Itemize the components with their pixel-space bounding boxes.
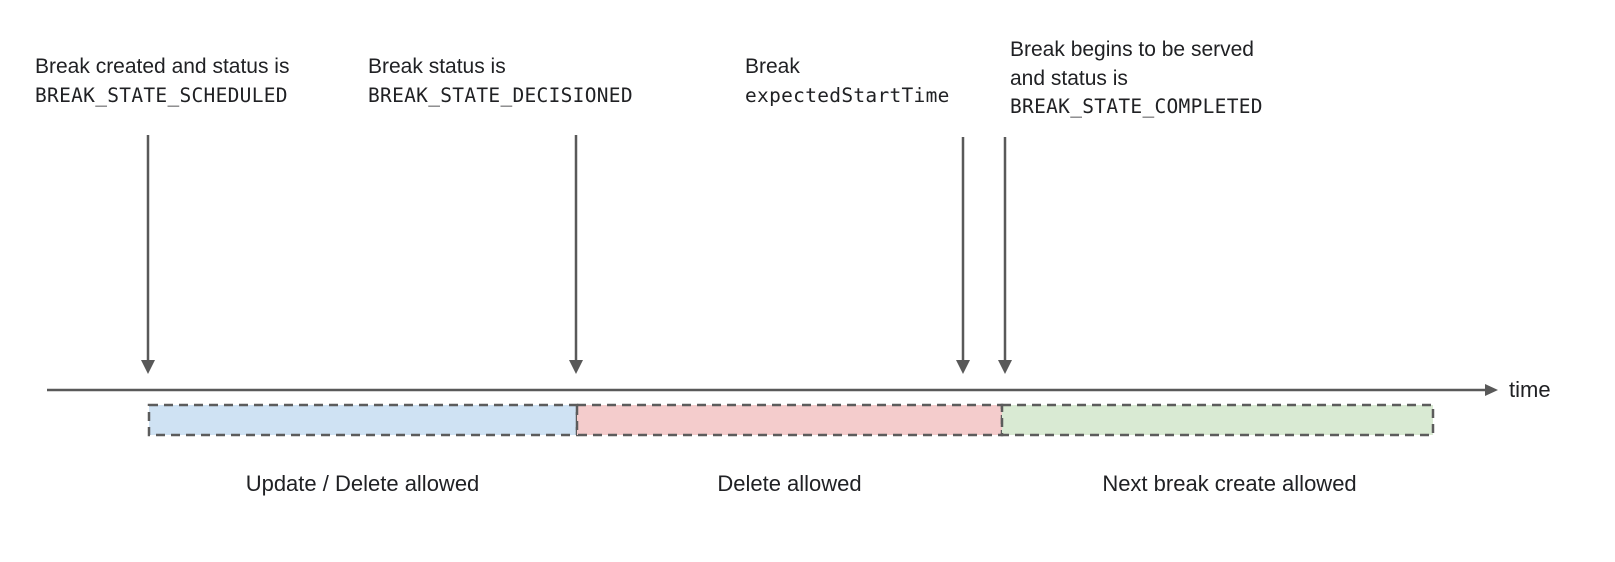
annotation-break-decisioned: Break status is BREAK_STATE_DECISIONED (368, 53, 633, 110)
annotation-code: BREAK_STATE_COMPLETED (1010, 95, 1263, 118)
arrow-head-right-icon (1485, 384, 1498, 396)
annotation-text: Break (745, 55, 800, 78)
timeline-axis (47, 384, 1498, 396)
annotation-text: Break begins to be served (1010, 38, 1254, 61)
annotation-expected-start-time: Break expectedStartTime (745, 53, 950, 110)
annotation-break-scheduled: Break created and status is BREAK_STATE_… (35, 53, 289, 110)
arrow-head-down-icon (141, 360, 155, 374)
time-axis-label: time (1509, 377, 1551, 402)
arrow-head-down-icon (956, 360, 970, 374)
annotation-text: Break status is (368, 55, 506, 78)
segment-delete (575, 403, 1004, 437)
segment-next-break (1000, 403, 1435, 437)
event-arrow-decisioned (569, 135, 583, 374)
annotation-code: BREAK_STATE_DECISIONED (368, 83, 633, 107)
event-arrow-completed (998, 137, 1012, 374)
arrow-head-down-icon (569, 360, 583, 374)
segment-update-delete (147, 403, 579, 437)
segment-label-next-break: Next break create allowed (1102, 471, 1357, 496)
annotation-break-completed: Break begins to be served and status is … (1010, 36, 1263, 122)
event-arrow-expected-start (956, 137, 970, 374)
annotation-code: BREAK_STATE_SCHEDULED (35, 83, 288, 107)
annotation-text: Break created and status is (35, 55, 290, 78)
event-arrow-scheduled (141, 135, 155, 374)
segment-label-delete: Delete allowed (717, 471, 862, 496)
annotation-code: expectedStartTime (745, 83, 950, 107)
segment-label-update-delete: Update / Delete allowed (245, 471, 480, 496)
annotation-text: and status is (1010, 66, 1128, 90)
arrow-head-down-icon (998, 360, 1012, 374)
